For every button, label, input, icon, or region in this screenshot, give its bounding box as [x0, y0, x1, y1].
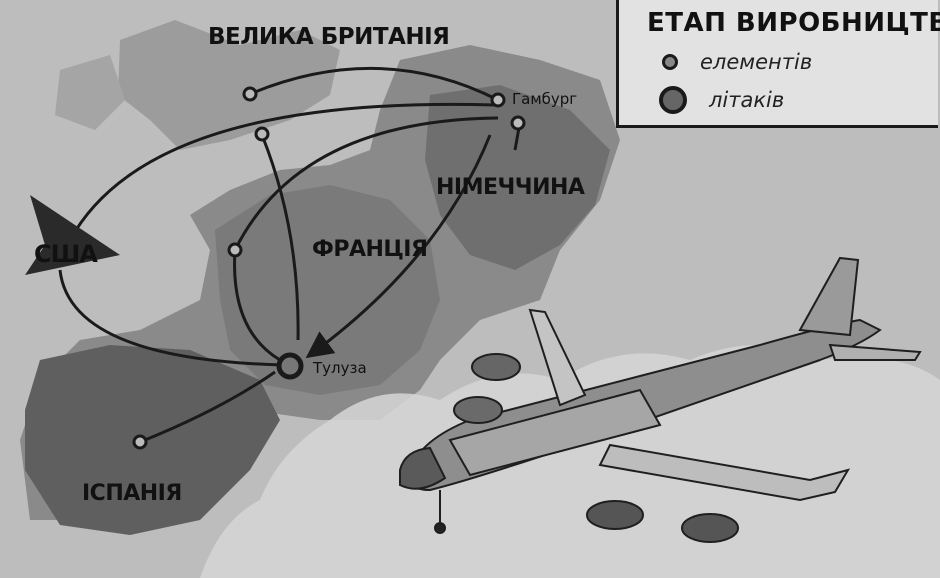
airplane-engine-2	[681, 513, 739, 543]
airplane-wing-right	[598, 443, 851, 502]
airplane-cockpit	[399, 446, 447, 490]
site-uk-north	[242, 86, 258, 102]
route-germany-toulouse	[305, 134, 492, 359]
legend-item-aircraft: літаків	[659, 86, 784, 114]
country-label-france: ФРАНЦІЯ	[312, 237, 428, 262]
large-circle-icon	[659, 86, 687, 114]
route-spain-toulouse	[139, 370, 276, 444]
legend-title: ЕТАП ВИРОБНИЦТВА	[647, 8, 940, 38]
route-usa-hamburg	[68, 102, 496, 241]
clouds	[200, 345, 940, 578]
route-usa-toulouse	[58, 269, 286, 367]
route-uk-hamburg	[249, 66, 499, 102]
route-uk-toulouse	[260, 134, 300, 341]
ireland-land	[55, 55, 125, 130]
usa-arrow-icon	[25, 195, 120, 275]
routes	[58, 66, 522, 444]
airplane-engine-1	[586, 500, 644, 530]
airplane-tail-fin	[798, 256, 860, 337]
spain-region	[25, 345, 280, 535]
site-toulouse-assembly	[276, 352, 304, 380]
airplane-fuselage-section	[448, 388, 662, 477]
country-label-germany: НІМЕЧЧИНА	[436, 175, 585, 200]
legend-item-elements-label: елементів	[700, 50, 813, 74]
airplane-stabilizer	[828, 343, 922, 361]
site-germany	[510, 115, 526, 131]
airplane-part-2	[453, 396, 503, 424]
city-label-toulouse: Тулуза	[313, 359, 367, 377]
site-uk-south	[254, 126, 270, 142]
airplane-wing-left	[528, 308, 587, 407]
airplane-part-1	[471, 353, 521, 381]
legend-item-elements: елементів	[659, 50, 812, 74]
france-region	[215, 185, 440, 395]
germany-region	[425, 85, 610, 270]
site-spain	[132, 434, 148, 450]
site-hamburg	[490, 92, 506, 108]
airplane-illustration	[399, 256, 922, 543]
element-sites	[132, 86, 526, 450]
site-france-west	[227, 242, 243, 258]
legend: ЕТАП ВИРОБНИЦТВА елементів літаків	[616, 0, 940, 128]
route-france-toulouse	[233, 249, 281, 362]
legend-item-aircraft-label: літаків	[709, 88, 785, 112]
airplane-wheel	[434, 522, 446, 534]
city-label-hamburg: Гамбург	[512, 90, 578, 108]
route-france-hamburg	[233, 116, 499, 251]
country-label-spain: ІСПАНІЯ	[82, 481, 182, 506]
country-label-usa: США	[34, 240, 98, 268]
country-label-uk: ВЕЛИКА БРИТАНІЯ	[208, 24, 450, 50]
small-circle-icon	[662, 54, 678, 70]
